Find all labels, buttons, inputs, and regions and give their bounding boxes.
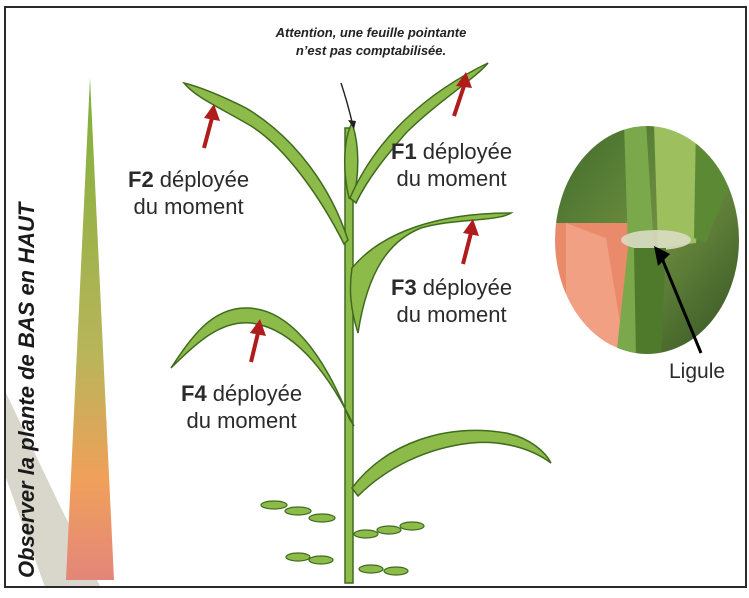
caption-mid: en <box>14 264 39 302</box>
label-f1-code: F1 <box>391 139 417 164</box>
label-f4-code: F4 <box>181 381 207 406</box>
label-f3-text: déployée <box>417 275 512 300</box>
caption-haut: HAUT <box>14 203 39 264</box>
label-f1: F1 déployée du moment <box>391 138 512 192</box>
vertical-caption: Observer la plante de BAS en HAUT <box>14 78 40 578</box>
caption-pre: Observer la plante de <box>14 348 39 578</box>
gradient-triangle <box>66 78 114 580</box>
leaf-lower <box>352 430 551 496</box>
plant-diagram <box>6 8 747 588</box>
label-f4-text: déployée <box>207 381 302 406</box>
label-f2-text: déployée <box>154 167 249 192</box>
label-f4: F4 déployée du moment <box>181 380 302 434</box>
label-f2-line2: du moment <box>128 193 249 220</box>
label-f3: F3 déployée du moment <box>391 274 512 328</box>
label-f3-code: F3 <box>391 275 417 300</box>
label-f3-line2: du moment <box>391 301 512 328</box>
label-f2-code: F2 <box>128 167 154 192</box>
ligule-label: Ligule <box>669 360 725 384</box>
label-f1-line2: du moment <box>391 165 512 192</box>
label-f2: F2 déployée du moment <box>128 166 249 220</box>
grain-ears <box>261 501 424 575</box>
diagram-frame: Attention, une feuille pointante n’est p… <box>4 6 747 588</box>
attention-arrow <box>341 83 353 126</box>
attention-line-2: n’est pas comptabilisée. <box>221 42 521 60</box>
attention-line-1: Attention, une feuille pointante <box>221 24 521 42</box>
label-f1-text: déployée <box>417 139 512 164</box>
label-f4-line2: du moment <box>181 407 302 434</box>
attention-note: Attention, une feuille pointante n’est p… <box>221 24 521 60</box>
caption-bas: BAS <box>14 302 39 348</box>
